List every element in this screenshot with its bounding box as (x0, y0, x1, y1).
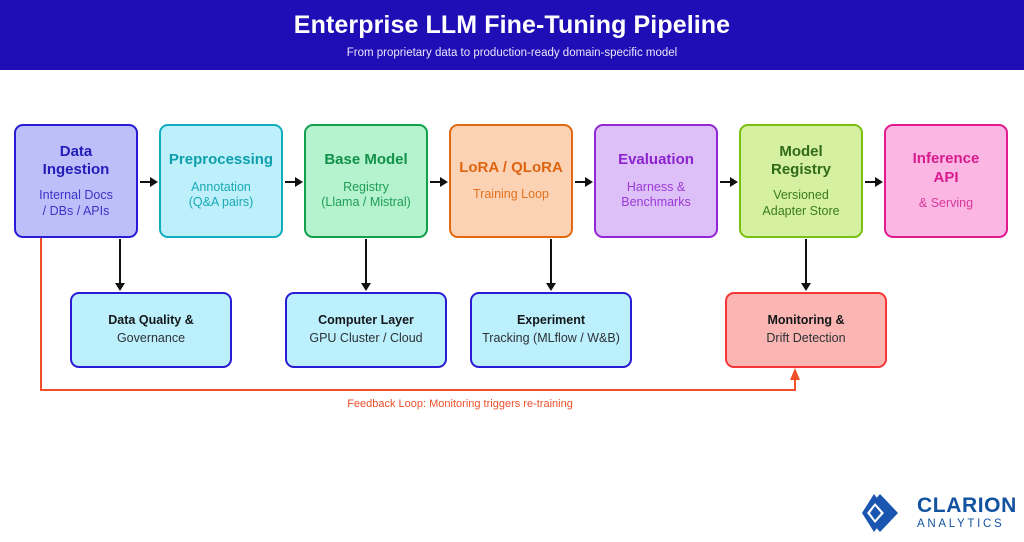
stage-title-line2: API (933, 168, 959, 186)
stage-title: LoRA / QLoRA (459, 159, 563, 177)
stage-subtitle-line2: Benchmarks (621, 195, 691, 210)
arrow-lora-to-experiment-tracking (545, 239, 557, 291)
stage-title: Model Registry (771, 143, 831, 180)
stage-title-line1: LoRA / QLoRA (459, 159, 563, 177)
stage-title-line1: Inference (912, 150, 980, 168)
logo-word-clarion: CLARION (917, 494, 1017, 518)
stage-title-line1: Base Model (324, 151, 408, 169)
arrow-lora-to-evaluation (575, 176, 593, 188)
stage-subtitle-line2: Adapter Store (762, 203, 840, 218)
stage-title-line1: Preprocessing (168, 151, 274, 169)
arrow-ingestion-to-data-quality (114, 239, 126, 291)
stage-data-ingestion[interactable]: Data Ingestion Internal Docs / DBs / API… (14, 124, 138, 238)
arrow-base-model-to-lora (430, 176, 448, 188)
support-node-subtitle: GPU Cluster / Cloud (309, 331, 423, 346)
clarion-diamond-icon (862, 494, 898, 532)
stage-subtitle: Training Loop (473, 187, 549, 203)
stage-title: Preprocessing (169, 151, 273, 169)
feedback-loop-label: Feedback Loop: Monitoring triggers re-tr… (347, 398, 573, 410)
brand-logo: CLARION ANALYTICS (862, 494, 1017, 532)
stage-subtitle-line1: & Serving (918, 196, 974, 211)
stage-subtitle-line2: / DBs / APIs (42, 203, 110, 218)
stage-model-registry[interactable]: Model Registry Versioned Adapter Store (739, 124, 863, 238)
arrow-ingestion-to-preprocessing (140, 176, 158, 188)
page-title: Enterprise LLM Fine-Tuning Pipeline (293, 11, 731, 39)
stage-preprocessing[interactable]: Preprocessing Annotation (Q&A pairs) (159, 124, 283, 238)
stage-subtitle-line1: Versioned (773, 188, 829, 203)
stage-subtitle-line1: Internal Docs (39, 188, 113, 203)
stage-base-model[interactable]: Base Model Registry (Llama / Mistral) (304, 124, 428, 238)
logo-wordmark: CLARION ANALYTICS (917, 495, 1017, 531)
support-node-data-quality[interactable]: Data Quality & Governance (70, 292, 232, 368)
stage-subtitle-line1: Annotation (191, 179, 251, 194)
stage-subtitle: Registry (Llama / Mistral) (321, 180, 411, 211)
page-subtitle: From proprietary data to production-read… (346, 47, 678, 59)
support-node-title: Data Quality & (108, 313, 194, 328)
arrow-preprocessing-to-base-model (285, 176, 303, 188)
stage-subtitle: & Serving (919, 196, 973, 212)
arrow-model-registry-to-monitoring (800, 239, 812, 291)
support-node-subtitle: Drift Detection (766, 331, 846, 346)
stage-evaluation[interactable]: Evaluation Harness & Benchmarks (594, 124, 718, 238)
stage-title-line1: Data (59, 142, 93, 160)
stage-title: Inference API (913, 150, 980, 187)
stage-subtitle-line1: Harness & (626, 179, 686, 194)
header-band (0, 0, 1024, 70)
stage-title-line2: Registry (770, 161, 832, 178)
arrow-base-model-to-computer-layer (360, 239, 372, 291)
stage-subtitle: Internal Docs / DBs / APIs (39, 188, 113, 219)
stage-subtitle-line1: Training Loop (473, 187, 549, 202)
stage-title-line1: Model (779, 142, 823, 160)
stage-subtitle-line2: (Llama / Mistral) (321, 195, 411, 210)
support-node-monitoring[interactable]: Monitoring & Drift Detection (725, 292, 887, 368)
stage-title-line1: Evaluation (618, 151, 694, 169)
stage-title: Evaluation (618, 151, 694, 169)
support-node-computer-layer[interactable]: Computer Layer GPU Cluster / Cloud (285, 292, 447, 368)
support-node-title: Computer Layer (318, 313, 414, 328)
stage-subtitle: Annotation (Q&A pairs) (189, 180, 254, 211)
stage-inference-api[interactable]: Inference API & Serving (884, 124, 1008, 238)
support-node-title: Monitoring & (767, 313, 845, 328)
stage-title: Data Ingestion (43, 143, 110, 180)
stage-subtitle: Versioned Adapter Store (762, 188, 839, 219)
stage-title-line2: Ingestion (42, 161, 110, 178)
support-node-subtitle: Tracking (MLflow / W&B) (482, 331, 620, 346)
support-node-experiment-tracking[interactable]: Experiment Tracking (MLflow / W&B) (470, 292, 632, 368)
arrow-evaluation-to-model-registry (720, 176, 738, 188)
stage-lora-qlora[interactable]: LoRA / QLoRA Training Loop (449, 124, 573, 238)
stage-title: Base Model (324, 151, 407, 169)
arrow-model-registry-to-inference-api (865, 176, 883, 188)
logo-word-analytics: ANALYTICS (917, 518, 1005, 531)
support-node-title: Experiment (516, 313, 586, 328)
stage-subtitle: Harness & Benchmarks (621, 180, 690, 211)
stage-subtitle-line1: Registry (343, 179, 389, 194)
stage-subtitle-line2: (Q&A pairs) (188, 195, 254, 210)
support-node-subtitle: Governance (116, 331, 186, 346)
